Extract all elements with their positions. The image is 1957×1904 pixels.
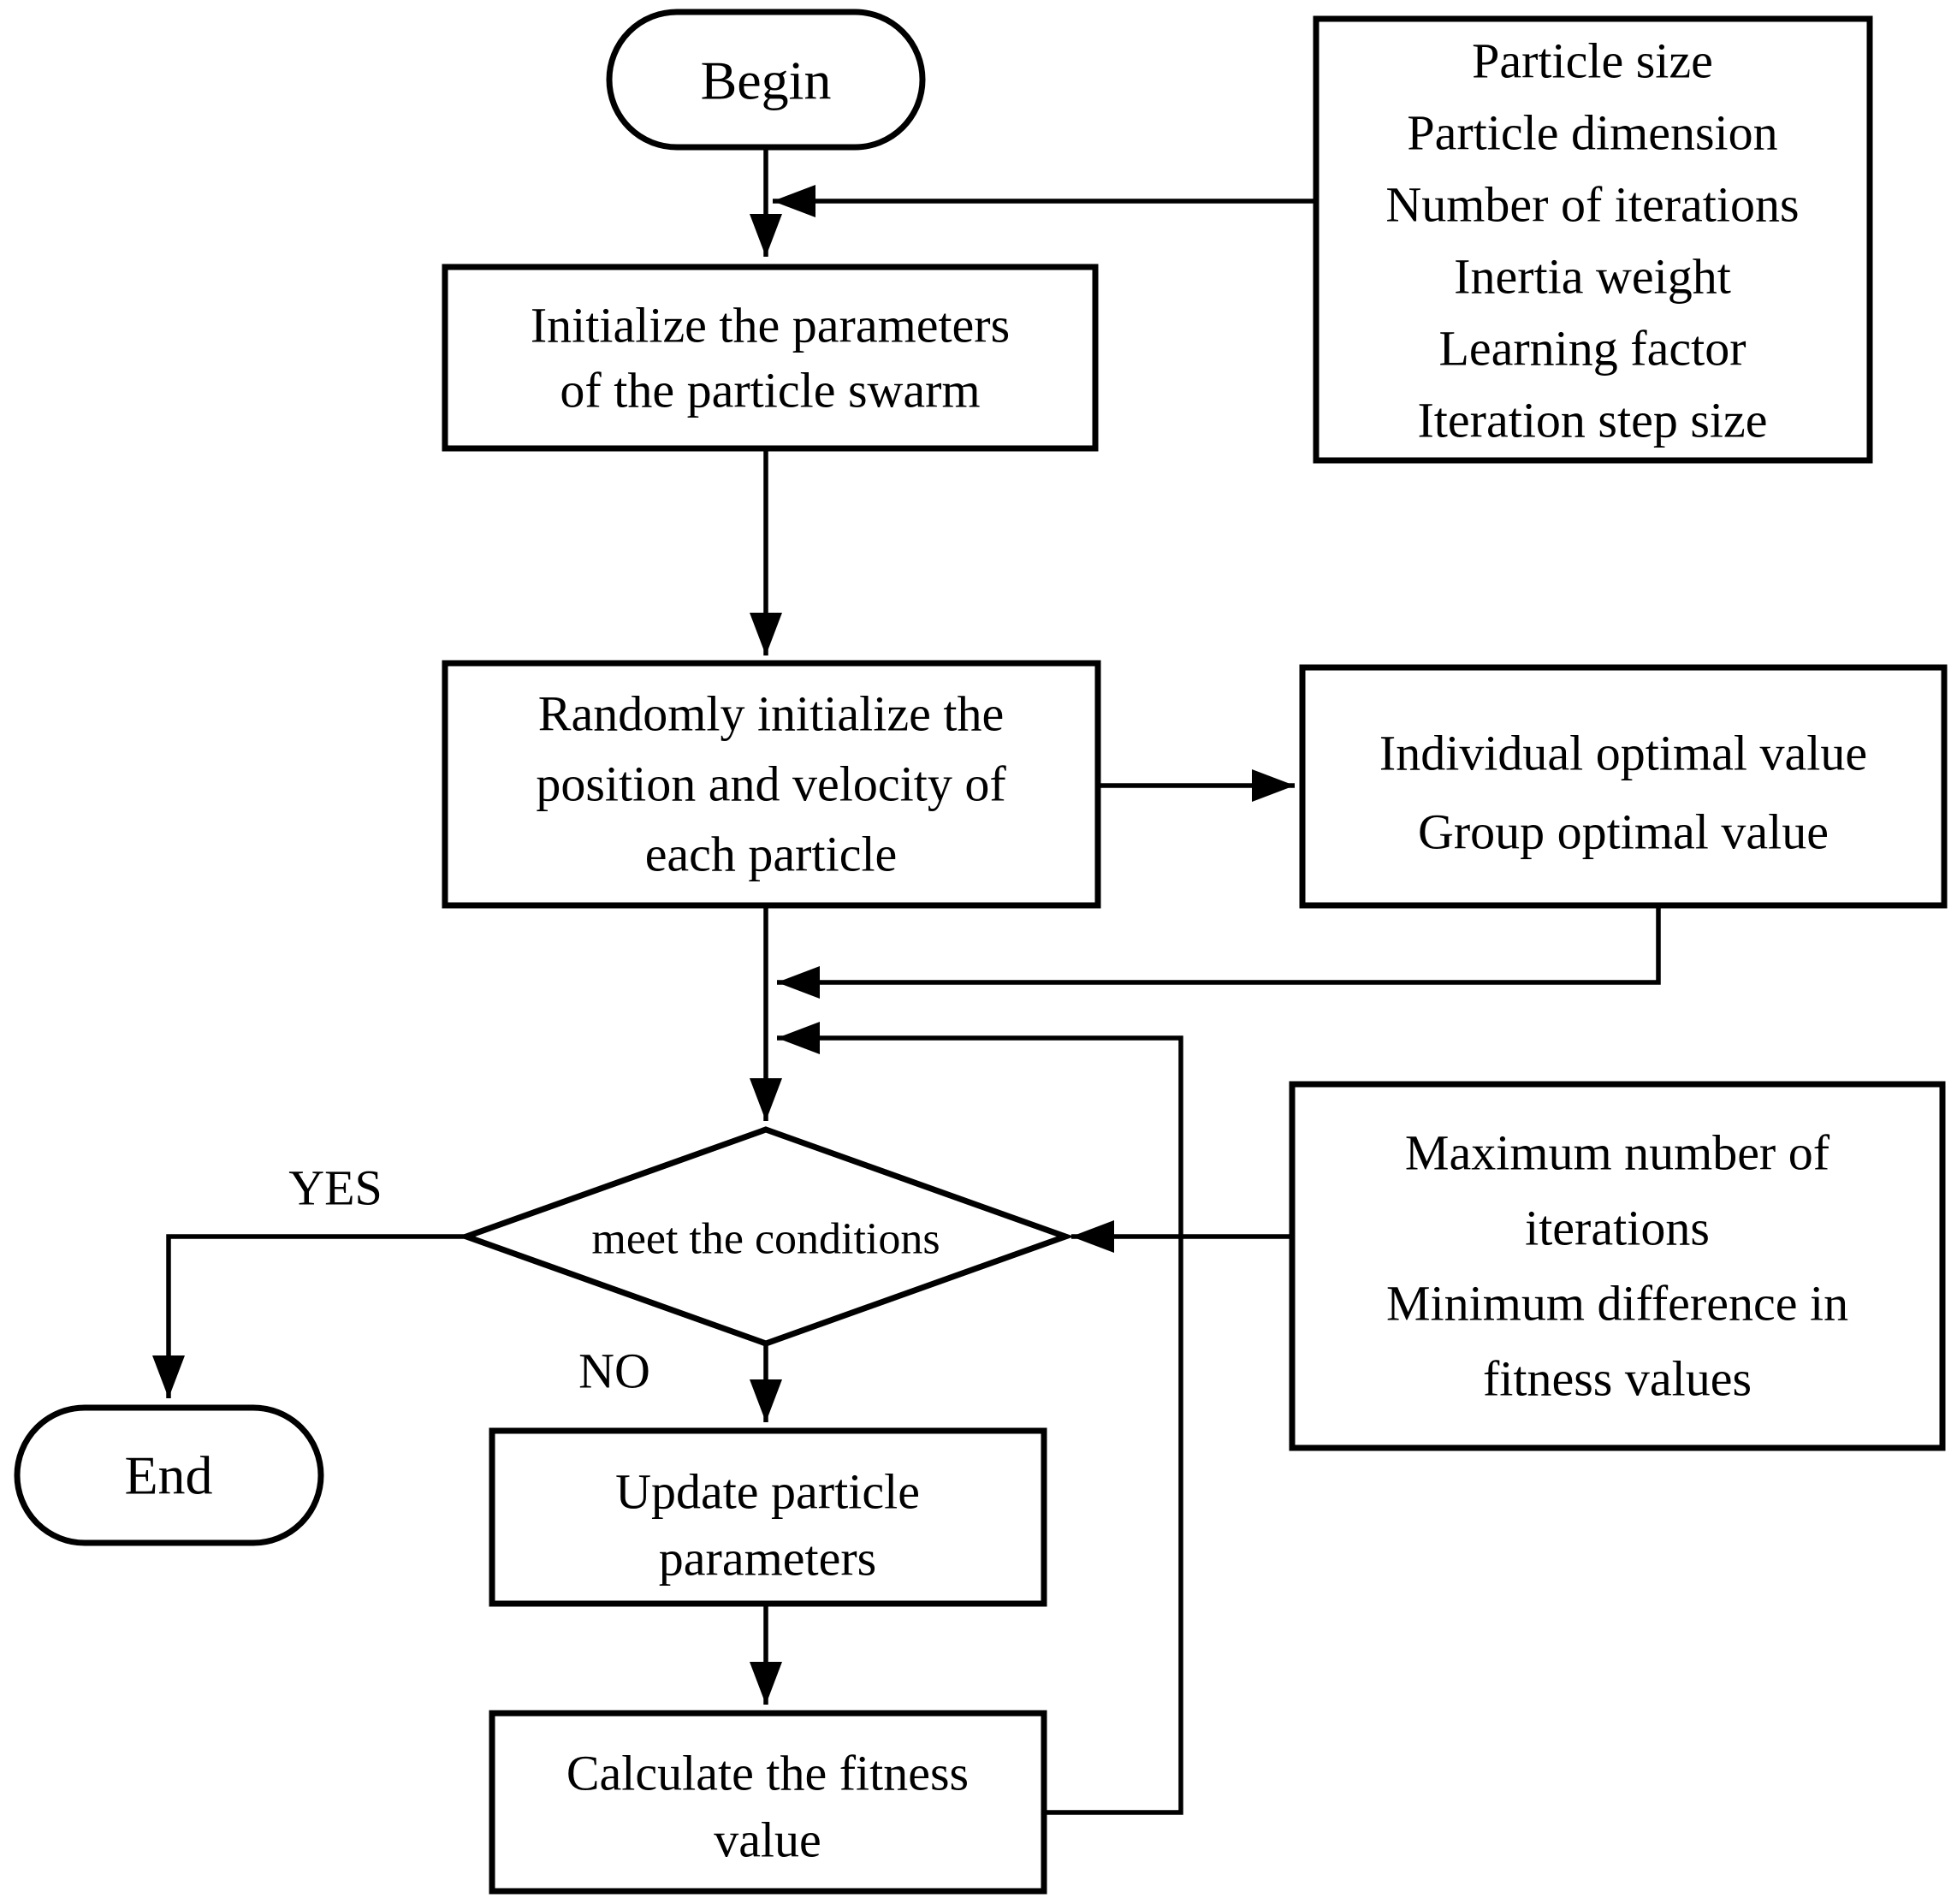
parameters-line-2: Particle dimension: [1407, 105, 1777, 161]
randomly-line-1: Randomly initialize the: [538, 686, 1004, 742]
parameters-line-4: Inertia weight: [1454, 249, 1731, 305]
initialize-line-2: of the particle swarm: [560, 363, 980, 418]
criteria-line-4: fitness values: [1483, 1351, 1752, 1407]
optimal-line-2: Group optimal value: [1418, 804, 1829, 860]
randomly-line-3: each particle: [645, 827, 898, 882]
nodes: Begin Particle size Particle dimension N…: [14, 9, 1948, 1895]
randomly-line-2: position and velocity of: [536, 756, 1006, 812]
edge-decision-yes-to-end: [152, 1234, 466, 1398]
edge-calculate-loopback: [777, 1022, 1183, 1815]
parameters-line-1: Particle size: [1472, 33, 1713, 89]
initialize-line-1: Initialize the parameters: [531, 298, 1010, 353]
no-branch-label: NO: [578, 1343, 650, 1399]
end-terminator: [14, 1404, 324, 1546]
initialize-process-box: [442, 264, 1099, 452]
parameters-line-5: Learning factor: [1438, 321, 1746, 377]
edges: [152, 147, 1661, 1815]
parameters-line-6: Iteration step size: [1417, 393, 1767, 448]
randomly-process-box: [442, 660, 1101, 909]
calculate-line-2: value: [714, 1812, 821, 1868]
edge-optimal-to-flow: [777, 905, 1661, 999]
criteria-line-1: Maximum number of: [1405, 1125, 1830, 1181]
parameters-box: [1313, 15, 1873, 464]
update-line-2: parameters: [659, 1531, 876, 1587]
calculate-line-1: Calculate the fitness: [566, 1746, 969, 1801]
begin-label: Begin: [701, 50, 832, 111]
calculate-process-box: [489, 1710, 1047, 1895]
decision-diamond: [457, 1126, 1075, 1347]
update-process-box: [489, 1427, 1047, 1607]
optimal-line-1: Individual optimal value: [1379, 726, 1867, 781]
criteria-box: [1289, 1081, 1946, 1451]
update-line-1: Update particle: [615, 1464, 920, 1520]
decision-label: meet the conditions: [591, 1215, 940, 1264]
criteria-line-3: Minimum difference in: [1386, 1276, 1848, 1332]
parameters-line-3: Number of iterations: [1385, 177, 1799, 233]
begin-terminator: [606, 9, 926, 151]
end-label: End: [124, 1445, 212, 1506]
optimal-value-box: [1299, 664, 1948, 909]
criteria-line-2: iterations: [1525, 1201, 1710, 1256]
yes-branch-label: YES: [288, 1160, 383, 1216]
